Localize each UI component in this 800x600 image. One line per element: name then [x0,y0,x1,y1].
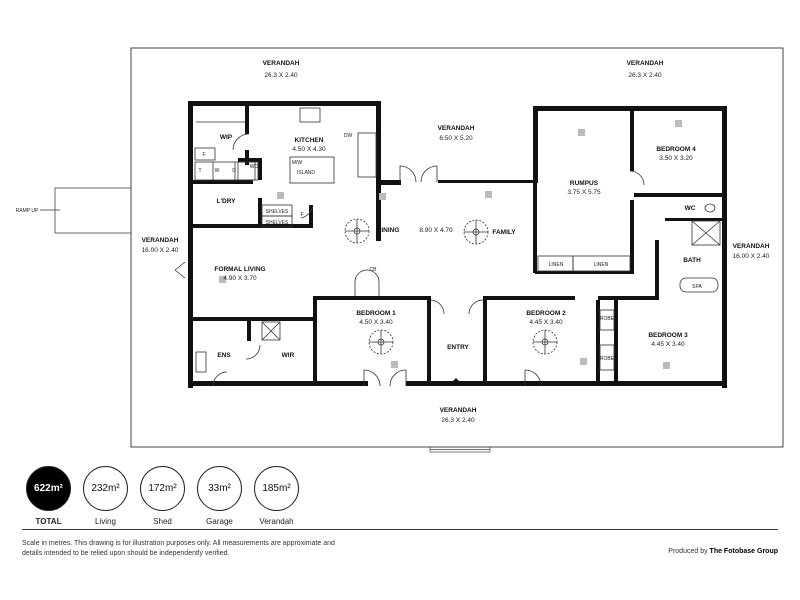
entry-arrow-icon [448,378,464,386]
dishwasher-label: DW [344,133,353,139]
robe-label: ROBE [600,356,615,362]
linen-label: LINEN [594,262,609,268]
wc-label: WC [685,205,696,212]
cupboard-label: CB [370,267,378,273]
cooktop-icon [299,107,321,123]
svg-text:16.00 X 2.40: 16.00 X 2.40 [142,247,179,254]
verandah-right-label: VERANDAH [733,243,770,250]
shelves-label: SHELVES [266,220,289,226]
dining-family-dims: 8.90 X 4.70 [419,227,453,234]
fridge-label: F [300,212,303,218]
svg-text:26.3 X 2.40: 26.3 X 2.40 [264,72,298,79]
verandah-bottom-label: VERANDAH [440,407,477,414]
disclaimer: Scale in metres. This drawing is for ill… [22,540,335,557]
verandah-centre-label: VERANDAH [438,125,475,132]
bath-label: BATH [683,257,701,264]
svg-text:4.50 X 4.30: 4.50 X 4.30 [292,146,326,153]
wip-label: WIP [220,134,233,141]
island [289,156,335,184]
svg-text:26.3 X 2.40: 26.3 X 2.40 [441,417,475,424]
svg-text:6.50 X 5.20: 6.50 X 5.20 [439,135,473,142]
spa-label: SPA [692,284,702,290]
wall-oven-label: WO [250,164,259,170]
ramp-label: RAMP UP [16,208,39,214]
svg-text:3.75 X 5.75: 3.75 X 5.75 [567,189,601,196]
exterior-walls [188,101,727,388]
washer-label: W [215,168,220,174]
svg-text:4.45 X 3.40: 4.45 X 3.40 [529,319,563,326]
ramp: RAMP UP [16,187,132,234]
bedroom2-label: BEDROOM 2 [526,310,566,317]
dining-label: DINING [377,227,400,234]
formal-living-label: FORMAL LIVING [214,266,265,273]
robe-label: ROBE [600,316,615,322]
svg-text:4.45 X 3.40: 4.45 X 3.40 [651,341,685,348]
linen-label: LINEN [549,262,564,268]
laundry-label: L'DRY [217,198,237,205]
steps [429,446,491,453]
verandah-left-label: VERANDAH [142,237,179,244]
wir-label: WIR [282,352,295,359]
dryer-label: D [232,168,236,174]
svg-text:26.3 X 2.40: 26.3 X 2.40 [628,72,662,79]
svg-text:4.90 X 3.70: 4.90 X 3.70 [223,275,257,282]
entry-label: ENTRY [447,344,469,351]
svg-text:4.50 X 3.40: 4.50 X 3.40 [359,319,393,326]
rumpus-label: RUMPUS [570,180,599,187]
ensuite-label: ENS [217,352,231,359]
producer-credit: Produced by The Fotobase Group [668,548,778,555]
island-label: ISLAND [297,170,315,176]
bedroom3-label: BEDROOM 3 [648,332,688,339]
trough-label: T [198,168,201,174]
bedroom4-label: BEDROOM 4 [656,146,696,153]
svg-text:3.50 X 3.20: 3.50 X 3.20 [659,155,693,162]
interior-walls [193,106,722,386]
family-label: FAMILY [492,229,516,236]
fixtures [194,107,721,373]
kitchen-label: KITCHEN [295,137,324,144]
divider [22,529,778,530]
verandah-top-left-label: VERANDAH [263,60,300,67]
doors [174,133,645,387]
verandah-top-right-label: VERANDAH [627,60,664,67]
bedroom1-label: BEDROOM 1 [356,310,396,317]
floor-plan: RAMP UP [16,47,784,453]
shelves-label: SHELVES [266,209,289,215]
microwave-label: M/W [292,160,303,166]
ceiling-fan-icon [344,218,558,355]
vent-icon [219,120,682,369]
svg-text:16.00 X 2.40: 16.00 X 2.40 [733,253,770,260]
fridge-label: F [202,152,205,158]
